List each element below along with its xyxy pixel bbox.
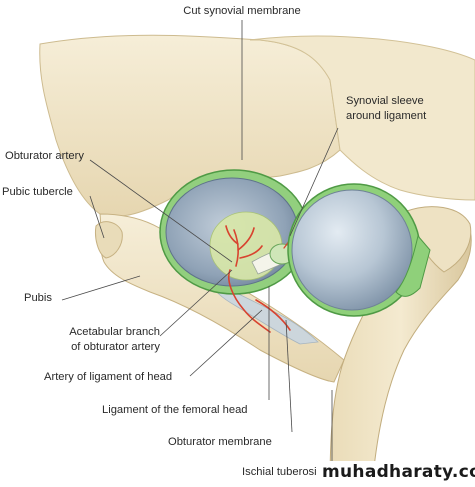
watermark-text: muhadharaty.com xyxy=(322,462,475,482)
acetabular-artery-branches xyxy=(225,225,291,333)
label-artery-of-ligament-of-head: Artery of ligament of head xyxy=(44,371,173,383)
femoral-neck-capsule xyxy=(395,234,431,297)
ilium-upper-ridge xyxy=(249,35,475,201)
label-acetabular-branch-line1: Acetabular branch xyxy=(69,326,160,338)
label-obturator-artery: Obturator artery xyxy=(5,150,84,162)
pubic-tubercle-shape xyxy=(95,221,123,259)
label-obturator-membrane: Obturator membrane xyxy=(168,436,272,448)
label-pubic-tubercle: Pubic tubercle xyxy=(2,186,73,198)
label-pubis: Pubis xyxy=(24,292,52,304)
obturator-membrane-shape xyxy=(209,279,319,345)
label-cut-synovial-membrane: Cut synovial membrane xyxy=(183,5,301,17)
acetabular-fossa-fat xyxy=(209,211,283,281)
label-acetabular-branch-line2: of obturator artery xyxy=(71,341,160,353)
label-ischial-tuberosity: Ischial tuberosi xyxy=(242,466,317,478)
label-synovial-sleeve-line2: around ligament xyxy=(346,110,427,122)
femoral-head xyxy=(291,189,413,311)
pointer-lines xyxy=(61,20,339,462)
watermark-box: muhadharaty.com xyxy=(318,461,475,487)
label-ligament-of-femoral-head: Ligament of the femoral head xyxy=(102,404,248,416)
label-synovial-sleeve-line1: Synovial sleeve xyxy=(346,95,424,107)
